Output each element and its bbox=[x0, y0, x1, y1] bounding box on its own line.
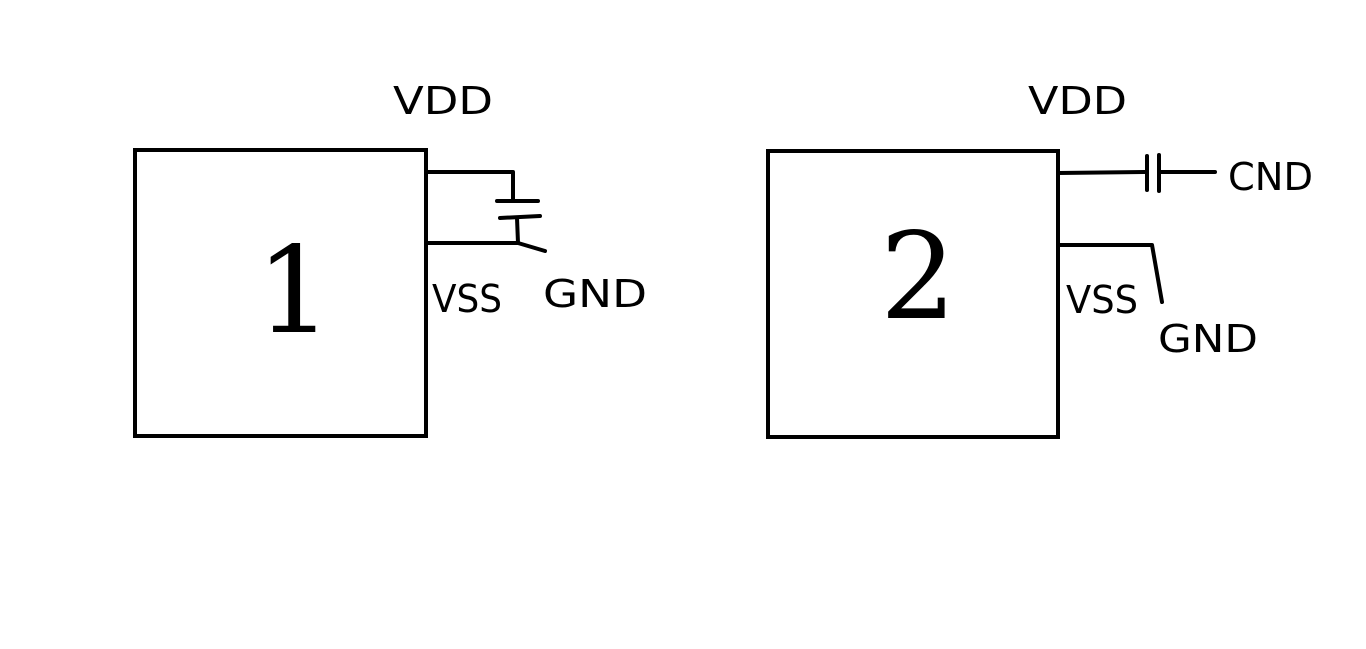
chip-1-vdd-wire bbox=[424, 170, 515, 202]
chip-2-vdd-label: VDD bbox=[1028, 79, 1127, 123]
chip-2-cnd-label: CND bbox=[1228, 155, 1313, 199]
chip-2: 2 VDD CND VSS GND bbox=[766, 79, 1313, 439]
chip-2-vss-wire bbox=[1056, 243, 1164, 304]
chip-2-number: 2 bbox=[880, 208, 956, 347]
chip-1-number: 1 bbox=[256, 222, 332, 361]
chip-2-vdd-wire bbox=[1056, 170, 1148, 175]
chip-2-gnd-label: GND bbox=[1158, 317, 1258, 361]
chip-1-capacitor-bottom-plate bbox=[498, 214, 542, 220]
chip-1-vss-label: VSS bbox=[432, 277, 502, 321]
chip-1-vdd-label: VDD bbox=[393, 79, 493, 123]
chip-2-vss-label: VSS bbox=[1066, 278, 1138, 322]
chip-1-vss-wire bbox=[424, 241, 547, 253]
chip-1: 1 VDD VSS GND bbox=[133, 79, 647, 438]
chip-1-capacitor-lead bbox=[515, 216, 520, 245]
chip-1-box bbox=[133, 148, 428, 438]
chip-1-gnd-label: GND bbox=[543, 272, 647, 316]
chip-2-box bbox=[766, 149, 1060, 439]
